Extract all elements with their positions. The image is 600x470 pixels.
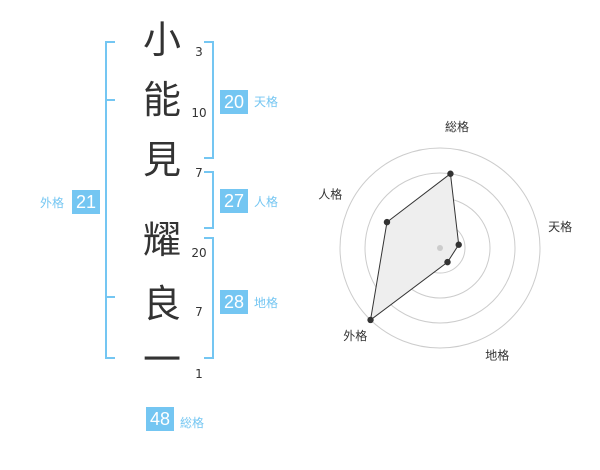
- tenkaku-label: 天格: [254, 95, 279, 109]
- tenkaku-value-badge: 20: [220, 90, 248, 114]
- radar-ring-4: [339, 147, 541, 349]
- jinkaku-bracket: [204, 171, 214, 229]
- name-char-1: 小: [142, 18, 181, 62]
- stroke-count-2: 10: [191, 106, 207, 120]
- chikaku-value-badge: 28: [220, 290, 248, 314]
- radar-shape: [369, 172, 460, 322]
- radar-point-人格: [383, 218, 391, 226]
- soukaku-value-badge: 48: [146, 407, 174, 431]
- gaikaku-value-badge: 21: [72, 190, 100, 214]
- tenkaku-bracket: [204, 41, 214, 159]
- soukaku-label: 総格: [180, 416, 205, 430]
- radar-point-天格: [455, 241, 462, 248]
- radar-point-外格: [367, 316, 374, 324]
- name-char-3: 見: [142, 138, 181, 182]
- name-char-5: 良: [142, 282, 181, 326]
- stroke-count-1: 3: [195, 45, 203, 59]
- jinkaku-value-badge: 27: [220, 189, 248, 213]
- name-char-4: 耀: [142, 218, 181, 262]
- radar-point-総格: [447, 170, 454, 177]
- radar-center-dot: [437, 245, 443, 251]
- chikaku-bracket: [204, 237, 214, 359]
- name-char-6: 一: [142, 338, 181, 382]
- radar-ring-3: [364, 172, 516, 324]
- radar-axis-label-3: 地格: [485, 348, 509, 363]
- name-char-2: 能: [142, 78, 181, 122]
- stroke-count-5: 7: [195, 305, 203, 319]
- jinkaku-label: 人格: [254, 195, 279, 209]
- chikaku-label: 地格: [254, 296, 279, 310]
- radar-point-地格: [444, 258, 451, 266]
- radar-axis-label-4: 外格: [343, 328, 367, 343]
- stroke-count-4: 20: [191, 246, 207, 260]
- gaikaku-label: 外格: [40, 196, 65, 210]
- stroke-count-3: 7: [195, 166, 203, 180]
- radar-axis-label-2: 天格: [548, 219, 572, 234]
- radar-axis-label-5: 人格: [318, 187, 342, 202]
- gaikaku-bracket: [105, 41, 115, 359]
- stroke-count-6: 1: [195, 367, 203, 381]
- radar-axis-label-1: 総格: [445, 119, 469, 134]
- radar-points: [367, 170, 462, 324]
